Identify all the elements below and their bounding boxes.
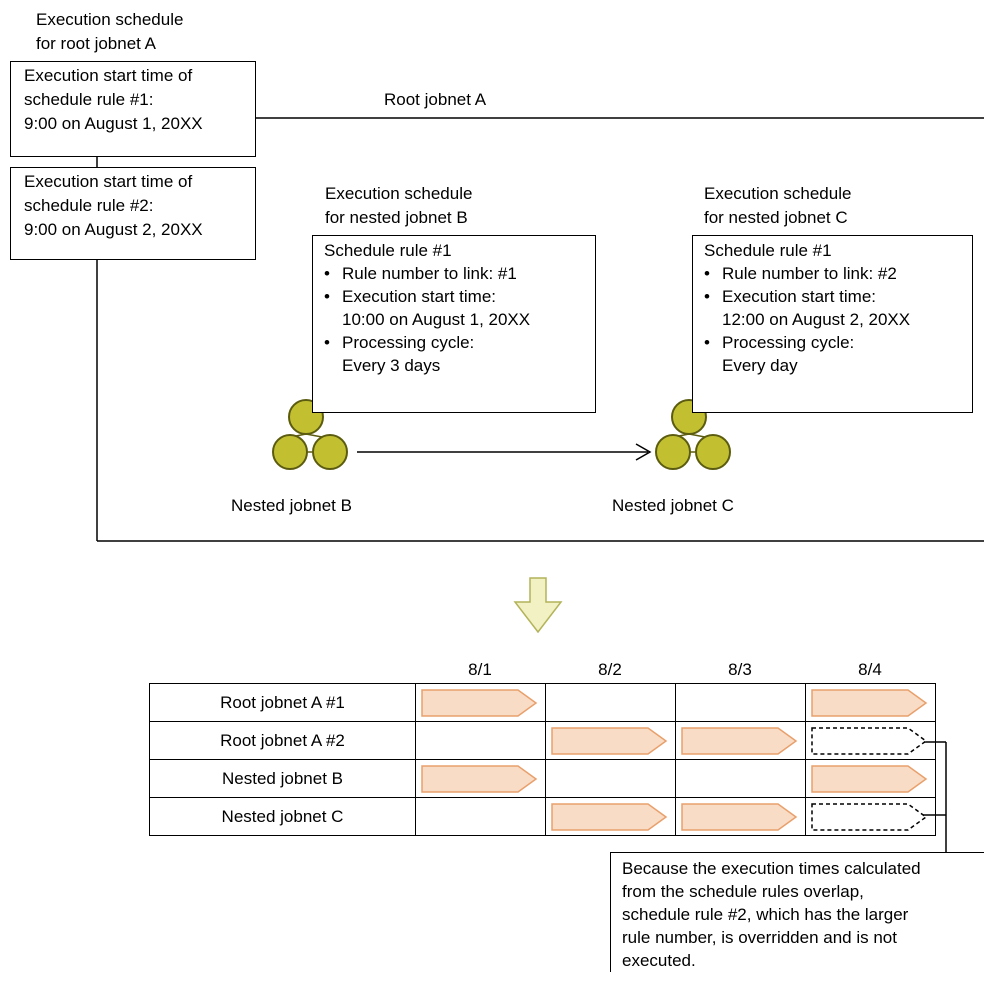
table-cell xyxy=(675,759,806,798)
root-rule1-box: Execution start time of schedule rule #1… xyxy=(10,61,256,157)
nested-jobnet-b-label: Nested jobnet B xyxy=(231,496,352,515)
table-cell xyxy=(545,759,676,798)
jobnet-b-item-link: •Rule number to link: #1 xyxy=(324,264,517,283)
note-line-5: executed. xyxy=(622,951,696,970)
nested-jobnet-c-icon xyxy=(655,399,731,470)
executed-run-marker xyxy=(551,803,668,831)
jobnet-b-heading-line1: Execution schedule xyxy=(325,184,473,203)
table-cell xyxy=(805,759,936,798)
root-rule2-box: Execution start time of schedule rule #2… xyxy=(10,167,256,260)
override-note: Because the execution times calculated f… xyxy=(610,852,984,972)
note-line-4: rule number, is overridden and is not xyxy=(622,928,897,947)
jobnet-b-schedule-heading: Execution schedule for nested jobnet B xyxy=(325,182,472,230)
date-header-3: 8/4 xyxy=(858,660,882,679)
table-cell xyxy=(545,797,676,836)
root-schedule-heading-line2: for root jobnet A xyxy=(36,34,157,53)
jobnet-c-item-start: •Execution start time: xyxy=(704,287,877,306)
note-line-3: schedule rule #2, which has the larger xyxy=(622,905,909,924)
note-line-1: Because the execution times calculated xyxy=(622,859,921,878)
table-cell xyxy=(545,721,676,760)
table-row: Root jobnet A #1 xyxy=(149,683,936,722)
table-cell xyxy=(805,797,936,836)
table-cell xyxy=(545,683,676,722)
table-cell xyxy=(415,683,546,722)
root-rule2-line2: schedule rule #2: xyxy=(24,196,154,215)
jobnet-c-rule-box: Schedule rule #1 •Rule number to link: #… xyxy=(692,235,973,413)
jobnet-b-item-cycle: •Processing cycle: xyxy=(324,333,475,352)
executed-run-marker xyxy=(811,765,928,793)
jobnet-c-item-start-value: 12:00 on August 2, 20XX xyxy=(722,310,911,329)
executed-run-marker xyxy=(421,689,538,717)
flow-arrow-head xyxy=(635,443,652,461)
root-rule1-line3: 9:00 on August 1, 20XX xyxy=(24,114,203,133)
executed-run-marker xyxy=(551,727,668,755)
jobnet-b-item-start-value: 10:00 on August 1, 20XX xyxy=(342,310,531,329)
nested-jobnet-c-label: Nested jobnet C xyxy=(612,496,734,515)
jobnet-b-rule-box: Schedule rule #1 •Rule number to link: #… xyxy=(312,235,596,413)
jobnet-c-heading-line1: Execution schedule xyxy=(704,184,852,203)
root-schedule-heading: Execution schedule for root jobnet A xyxy=(36,8,183,56)
executed-run-marker xyxy=(811,689,928,717)
date-header-0: 8/1 xyxy=(468,660,492,679)
table-cell xyxy=(805,721,936,760)
table-cell xyxy=(675,797,806,836)
schedule-table: Root jobnet A #1 Root jobnet A #2 Nested… xyxy=(149,683,936,836)
date-header-1: 8/2 xyxy=(598,660,622,679)
root-rule1-line1: Execution start time of xyxy=(24,66,193,85)
jobnet-b-heading-line2: for nested jobnet B xyxy=(325,208,468,227)
jobnet-b-rule-title: Schedule rule #1 xyxy=(324,241,452,260)
row-label: Root jobnet A #1 xyxy=(149,683,416,722)
root-jobnet-label: Root jobnet A xyxy=(384,90,487,109)
table-cell xyxy=(415,797,546,836)
row-label: Nested jobnet C xyxy=(149,797,416,836)
jobnet-b-item-cycle-value: Every 3 days xyxy=(342,356,441,375)
root-rule2-line3: 9:00 on August 2, 20XX xyxy=(24,220,203,239)
executed-run-marker xyxy=(681,727,798,755)
row-label: Nested jobnet B xyxy=(149,759,416,798)
jobnet-c-heading-line2: for nested jobnet C xyxy=(704,208,848,227)
note-line-2: from the schedule rules overlap, xyxy=(622,882,864,901)
root-rule1-line2: schedule rule #1: xyxy=(24,90,154,109)
date-header-2: 8/3 xyxy=(728,660,752,679)
table-cell xyxy=(415,721,546,760)
overridden-run-marker xyxy=(811,803,928,831)
table-cell xyxy=(675,721,806,760)
down-arrow-icon xyxy=(513,577,563,634)
table-cell xyxy=(415,759,546,798)
executed-run-marker xyxy=(421,765,538,793)
table-cell xyxy=(675,683,806,722)
table-row: Root jobnet A #2 xyxy=(149,721,936,760)
table-cell xyxy=(805,683,936,722)
root-rule2-line1: Execution start time of xyxy=(24,172,193,191)
executed-run-marker xyxy=(681,803,798,831)
overridden-run-marker xyxy=(811,727,928,755)
nested-jobnet-b-icon xyxy=(272,399,348,470)
jobnet-c-item-link: •Rule number to link: #2 xyxy=(704,264,897,283)
jobnet-b-item-start: •Execution start time: xyxy=(324,287,497,306)
jobnet-c-item-cycle-value: Every day xyxy=(722,356,798,375)
jobnet-c-rule-title: Schedule rule #1 xyxy=(704,241,832,260)
root-schedule-heading-line1: Execution schedule xyxy=(36,10,184,29)
row-label: Root jobnet A #2 xyxy=(149,721,416,760)
jobnet-c-item-cycle: •Processing cycle: xyxy=(704,333,855,352)
table-row: Nested jobnet B xyxy=(149,759,936,798)
table-row: Nested jobnet C xyxy=(149,797,936,836)
jobnet-c-schedule-heading: Execution schedule for nested jobnet C xyxy=(704,182,851,230)
